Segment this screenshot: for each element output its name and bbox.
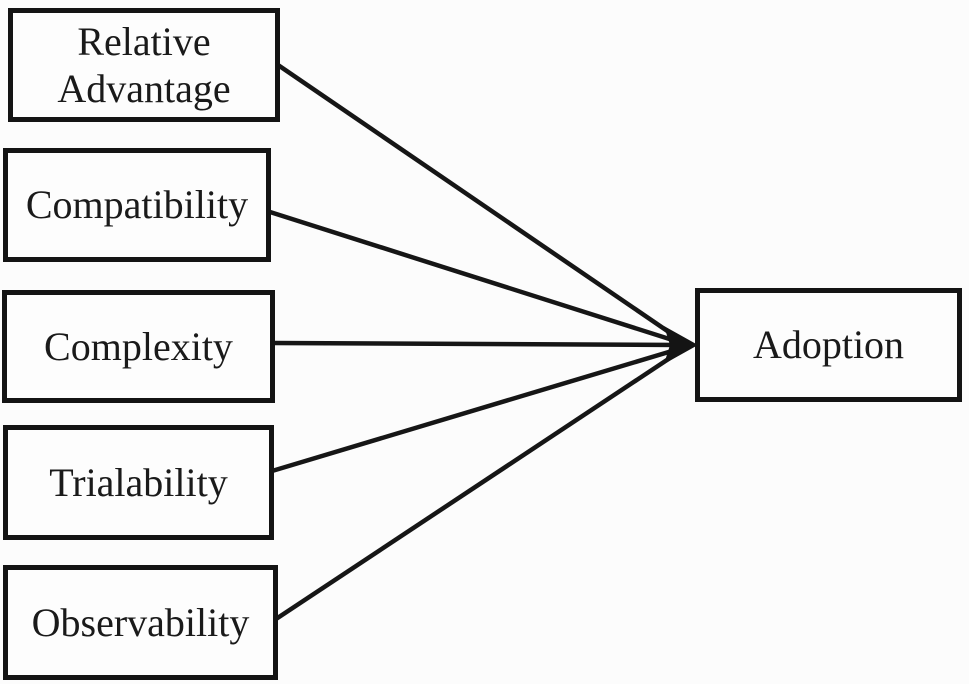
factor-box-compatibility: Compatibility — [3, 148, 271, 262]
arrow-line-relative-advantage-to-adoption — [276, 63, 684, 343]
factor-label-complexity: Complexity — [44, 323, 233, 369]
factor-label-relative-advantage: Relative Advantage — [57, 18, 231, 111]
arrow-line-observability-to-adoption — [274, 348, 684, 621]
outcome-label-adoption: Adoption — [752, 322, 905, 368]
arrow-line-complexity-to-adoption — [272, 340, 683, 348]
factor-label-compatibility: Compatibility — [25, 182, 249, 228]
arrow-line-compatibility-to-adoption — [269, 209, 683, 346]
factor-box-relative-advantage: Relative Advantage — [8, 8, 280, 122]
arrowhead-icon — [664, 326, 698, 364]
arrow-line-trialability-to-adoption — [271, 345, 683, 474]
factor-box-observability: Observability — [3, 565, 278, 680]
factor-label-observability: Observability — [31, 599, 250, 645]
factor-box-trialability: Trialability — [3, 425, 274, 540]
outcome-box-adoption: Adoption — [695, 288, 962, 402]
factor-box-complexity: Complexity — [2, 290, 275, 403]
factor-label-trialability: Trialability — [49, 459, 228, 505]
